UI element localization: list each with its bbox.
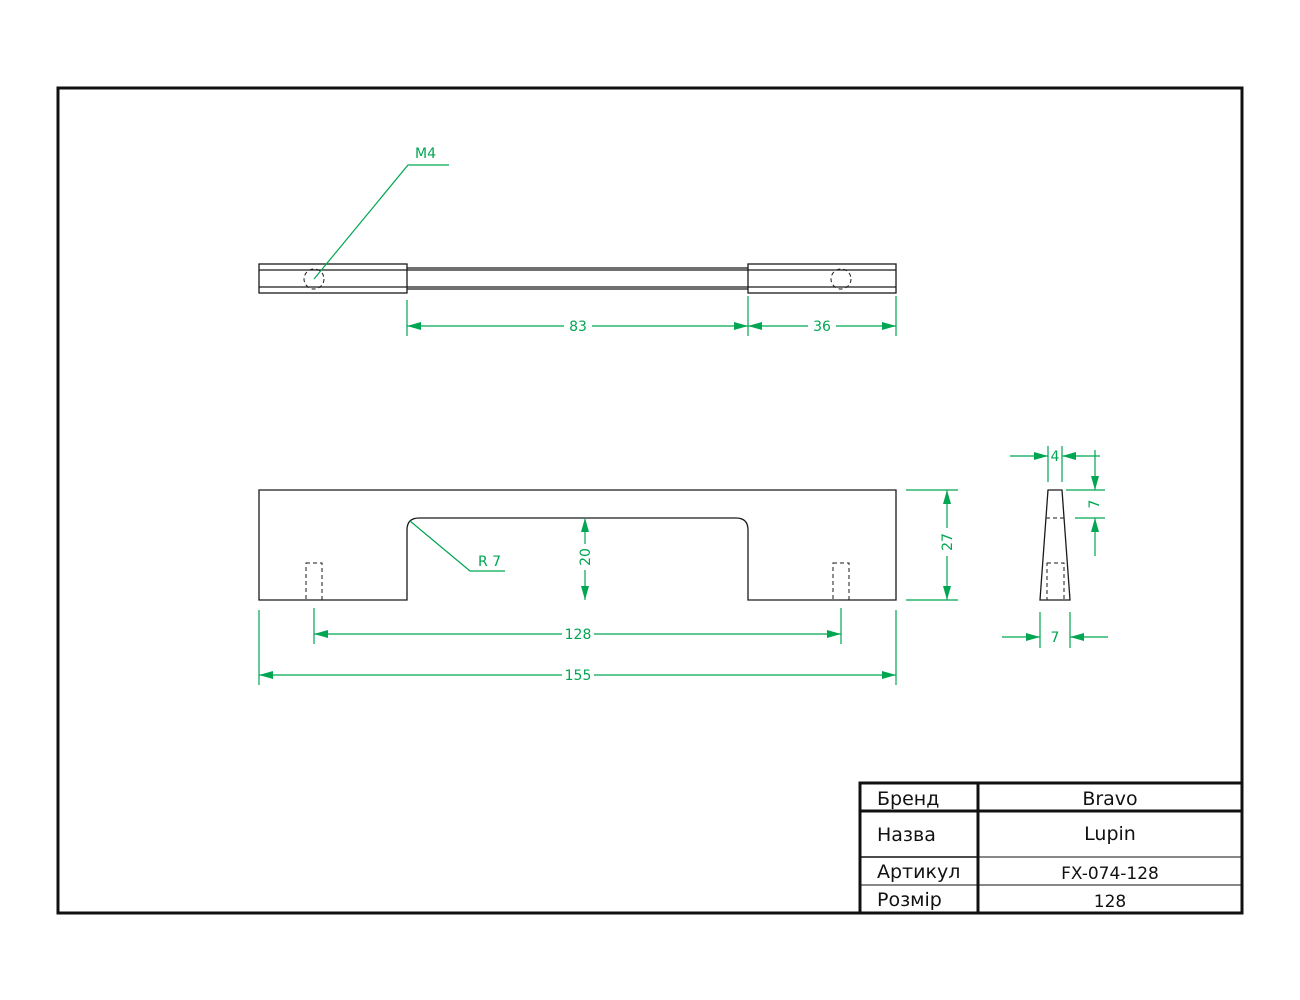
dim-7-depth: 7 [1087, 500, 1103, 509]
label-size: Розмір [877, 889, 942, 911]
title-block: Бренд Bravo Назва Lupin Артикул FX-074-1… [858, 781, 1244, 915]
label-article: Артикул [877, 861, 960, 883]
dim-83: 83 [569, 319, 587, 335]
dim-36: 36 [813, 319, 831, 335]
dim-27: 27 [940, 533, 956, 551]
drawing-frame [56, 86, 1244, 915]
value-brand: Bravo [1082, 788, 1137, 810]
top-view [258, 263, 897, 294]
label-name: Назва [877, 824, 936, 846]
dim-155: 155 [565, 668, 592, 684]
value-name: Lupin [1084, 823, 1136, 845]
side-dimensions: 4 7 7 [1002, 446, 1108, 648]
thread-callout: M4 [313, 146, 449, 280]
front-dimensions: R 7 20 27 128 155 [258, 489, 958, 685]
value-size: 128 [1094, 892, 1126, 912]
thread-label: M4 [415, 146, 436, 162]
screw-hole-right [830, 268, 852, 290]
dim-20: 20 [578, 548, 594, 566]
dim-4: 4 [1051, 449, 1060, 465]
front-view [258, 489, 897, 601]
dim-128: 128 [565, 627, 592, 643]
top-dimensions: 83 36 [406, 296, 897, 336]
screw-hole-left [303, 268, 325, 290]
dim-7-width: 7 [1051, 630, 1060, 646]
dim-radius: R 7 [478, 554, 501, 570]
value-article: FX-074-128 [1061, 864, 1159, 884]
side-view [1039, 489, 1071, 601]
label-brand: Бренд [877, 788, 939, 810]
